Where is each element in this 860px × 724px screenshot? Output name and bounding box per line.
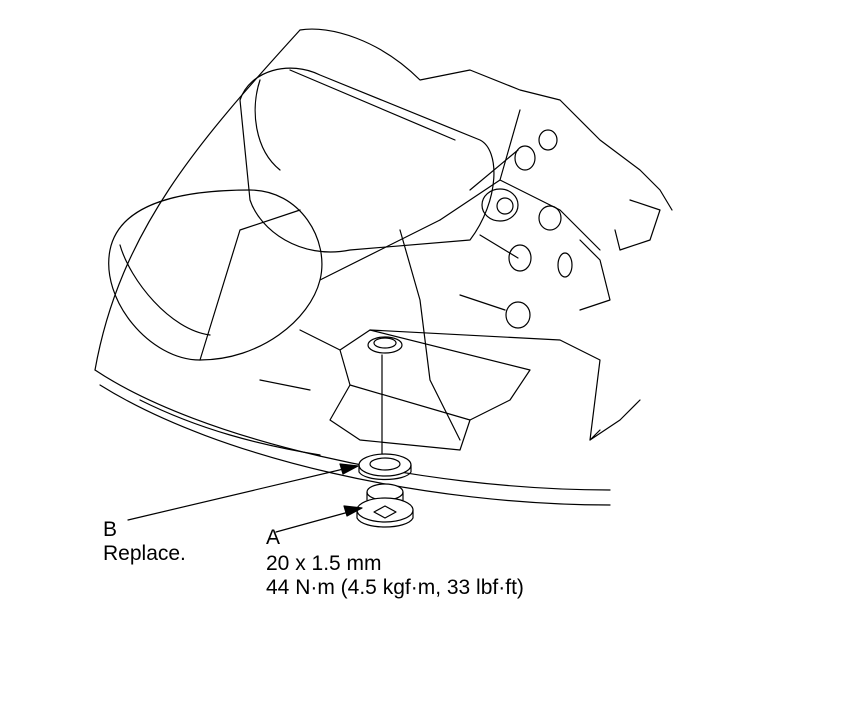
cylinder-body xyxy=(239,67,495,253)
sealing-washer-icon xyxy=(358,453,412,481)
callout-b-note: Replace. xyxy=(103,542,186,565)
callout-a-torque: 44 N·m (4.5 kgf·m, 33 lbf·ft) xyxy=(266,576,524,599)
lower-skirt xyxy=(94,369,611,491)
callout-b-letter: B xyxy=(103,518,118,541)
arrow-b xyxy=(339,463,359,475)
drain-hole xyxy=(367,336,403,354)
drain-bolt-icon xyxy=(356,483,414,528)
arrow-a xyxy=(343,505,363,517)
cylinder-end xyxy=(108,189,323,361)
housing-outline xyxy=(94,28,673,371)
housing-bolts xyxy=(459,129,573,329)
leader-b xyxy=(127,466,353,521)
mount-boss xyxy=(481,188,519,222)
callout-a-letter: A xyxy=(266,526,281,549)
callout-a-size: 20 x 1.5 mm xyxy=(266,552,382,575)
leader-a xyxy=(275,509,357,533)
